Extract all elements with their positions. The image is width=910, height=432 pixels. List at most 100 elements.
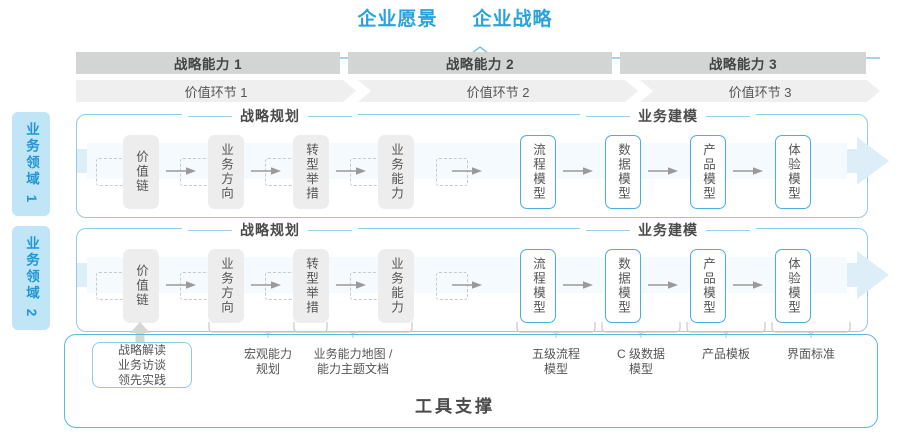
row-2-section-modeling-label: 业务建模: [638, 222, 698, 238]
row-1-placeholder-4: [436, 158, 468, 186]
tool-up-arrow-icon: [130, 322, 150, 348]
row-2-section-planning: 战略规划: [182, 220, 358, 240]
row-1-arrow-3: [452, 167, 482, 175]
row-1-arrow-2: [336, 167, 366, 175]
value-chain-bar-3[interactable]: 价值环节 3: [640, 80, 880, 102]
page-title: 企业愿景 企业战略: [0, 4, 910, 31]
bracket-process-model: [516, 322, 596, 338]
tool-label-data-model: C 级数据 模型: [601, 347, 681, 376]
row-2-node-business-capability[interactable]: 业务能力: [378, 249, 414, 323]
row-2-node-experience-model[interactable]: 体验模型: [775, 249, 811, 323]
row-2-section-modeling: 业务建模: [580, 220, 756, 240]
row-1-node-business-capability-label: 业务能力: [389, 143, 403, 201]
row-1-node-business-capability[interactable]: 业务能力: [378, 135, 414, 209]
tool-label-ui-standard: 界面标准: [771, 347, 851, 362]
tool-label-capability-map-line-1: 业务能力地图 /: [313, 347, 393, 361]
row-2-node-experience-model-label: 体验模型: [786, 257, 800, 315]
row-2-node-transformation-measures-label: 转型举措: [304, 257, 318, 315]
value-chain-bar-1[interactable]: 价值环节 1: [76, 80, 356, 102]
tool-box-line-3: 领先实践: [117, 372, 166, 387]
row-1-node-process-model[interactable]: 流程模型: [520, 135, 556, 209]
row-1-node-experience-model-label: 体验模型: [786, 143, 800, 201]
tool-box-strategy-interpretation[interactable]: 战略解读 业务访谈 领先实践: [92, 342, 192, 388]
row-2-arrow-6: [733, 281, 763, 289]
row-1-node-business-direction[interactable]: 业务方向: [208, 135, 244, 209]
row-1-section-planning: 战略规划: [182, 106, 358, 126]
row-2-node-value-chain[interactable]: 价值链: [123, 249, 159, 323]
row-2-placeholder-4: [436, 272, 468, 300]
row-2-node-business-direction-label: 业务方向: [219, 257, 233, 315]
row-2-node-process-model[interactable]: 流程模型: [520, 249, 556, 323]
row-1-node-experience-model[interactable]: 体验模型: [775, 135, 811, 209]
tool-label-process-model-line-2: 模型: [543, 361, 568, 376]
domain-label-1-text: 业务领域 1: [24, 122, 39, 206]
value-chain-bar-1-label: 价值环节 1: [184, 84, 248, 100]
row-2-arrow-4: [563, 281, 593, 289]
row-1-section-planning-label: 战略规划: [240, 108, 300, 124]
row-2-section-planning-label: 战略规划: [240, 222, 300, 238]
tool-box-line-1: 战略解读: [117, 342, 166, 357]
domain-label-2[interactable]: 业务领域 2: [12, 226, 50, 330]
bracket-capability-map: [293, 322, 413, 338]
row-1-node-product-model[interactable]: 产品模型: [690, 135, 726, 209]
tool-label-product-template: 产品模板: [686, 347, 766, 362]
bracket-data-model: [601, 322, 681, 338]
capability-bar-1-label: 战略能力 1: [173, 57, 243, 72]
tool-label-product-template-line-1: 产品模板: [701, 347, 750, 361]
row-1-arrow-1: [251, 167, 281, 175]
value-chain-bar-3-label: 价值环节 3: [728, 84, 792, 100]
value-chain-bar-2-label: 价值环节 2: [466, 84, 530, 100]
row-2-node-transformation-measures[interactable]: 转型举措: [293, 249, 329, 323]
tool-label-process-model: 五级流程 模型: [516, 347, 596, 376]
tool-label-process-model-line-1: 五级流程: [531, 347, 580, 361]
tool-label-capability-map: 业务能力地图 / 能力主题文档: [293, 347, 413, 376]
tool-label-capability-map-line-2: 能力主题文档: [316, 361, 389, 376]
row-1-node-transformation-measures-label: 转型举措: [304, 143, 318, 201]
row-1-node-value-chain[interactable]: 价值链: [123, 135, 159, 209]
value-chain-bar-2[interactable]: 价值环节 2: [358, 80, 638, 102]
row-2-arrow-0: [166, 281, 196, 289]
title-vision: 企业愿景: [357, 9, 438, 30]
domain-label-2-text: 业务领域 2: [24, 236, 39, 320]
capability-bar-2[interactable]: 战略能力 2: [348, 52, 612, 74]
row-2-node-data-model-label: 数据模型: [616, 257, 630, 315]
row-1-node-process-model-label: 流程模型: [531, 143, 545, 201]
tool-label-data-model-line-2: 模型: [628, 361, 653, 376]
tool-support-title: 工具支撑: [415, 397, 495, 416]
capability-bar-3[interactable]: 战略能力 3: [620, 52, 866, 74]
row-1-section-modeling: 业务建模: [580, 106, 756, 126]
row-2-arrow-5: [648, 281, 678, 289]
row-2-node-business-capability-label: 业务能力: [389, 257, 403, 315]
row-1-node-value-chain-label: 价值链: [134, 150, 148, 194]
row-1-node-business-direction-label: 业务方向: [219, 143, 233, 201]
tool-label-macro-capability-line-1: 宏观能力: [243, 347, 292, 361]
row-1-arrow-0: [166, 167, 196, 175]
row-2-node-process-model-label: 流程模型: [531, 257, 545, 315]
row-1-node-data-model-label: 数据模型: [616, 143, 630, 201]
title-strategy: 企业战略: [472, 9, 553, 30]
capability-bar-2-label: 战略能力 2: [445, 57, 515, 72]
capability-bar-3-label: 战略能力 3: [708, 57, 778, 72]
row-2-arrow-2: [336, 281, 366, 289]
row-2-node-product-model-label: 产品模型: [701, 257, 715, 315]
row-2-node-business-direction[interactable]: 业务方向: [208, 249, 244, 323]
row-1-arrow-4: [563, 167, 593, 175]
row-1-node-product-model-label: 产品模型: [701, 143, 715, 201]
row-2-node-product-model[interactable]: 产品模型: [690, 249, 726, 323]
row-1-node-transformation-measures[interactable]: 转型举措: [293, 135, 329, 209]
tool-label-ui-standard-line-1: 界面标准: [786, 347, 835, 361]
row-2-node-data-model[interactable]: 数据模型: [605, 249, 641, 323]
domain-label-1[interactable]: 业务领域 1: [12, 112, 50, 216]
tool-label-data-model-line-1: C 级数据: [616, 347, 665, 361]
row-2-arrow-1: [251, 281, 281, 289]
row-1-arrow-6: [733, 167, 763, 175]
capability-bar-1[interactable]: 战略能力 1: [76, 52, 340, 74]
row-1-node-data-model[interactable]: 数据模型: [605, 135, 641, 209]
bracket-ui-standard: [771, 322, 851, 338]
tool-label-macro-capability: 宏观能力 规划: [208, 347, 328, 376]
bracket-product-template: [686, 322, 766, 338]
row-2-arrow-3: [452, 281, 482, 289]
row-2-node-value-chain-label: 价值链: [134, 264, 148, 308]
tool-label-macro-capability-line-2: 规划: [255, 361, 280, 376]
row-1-arrow-5: [648, 167, 678, 175]
